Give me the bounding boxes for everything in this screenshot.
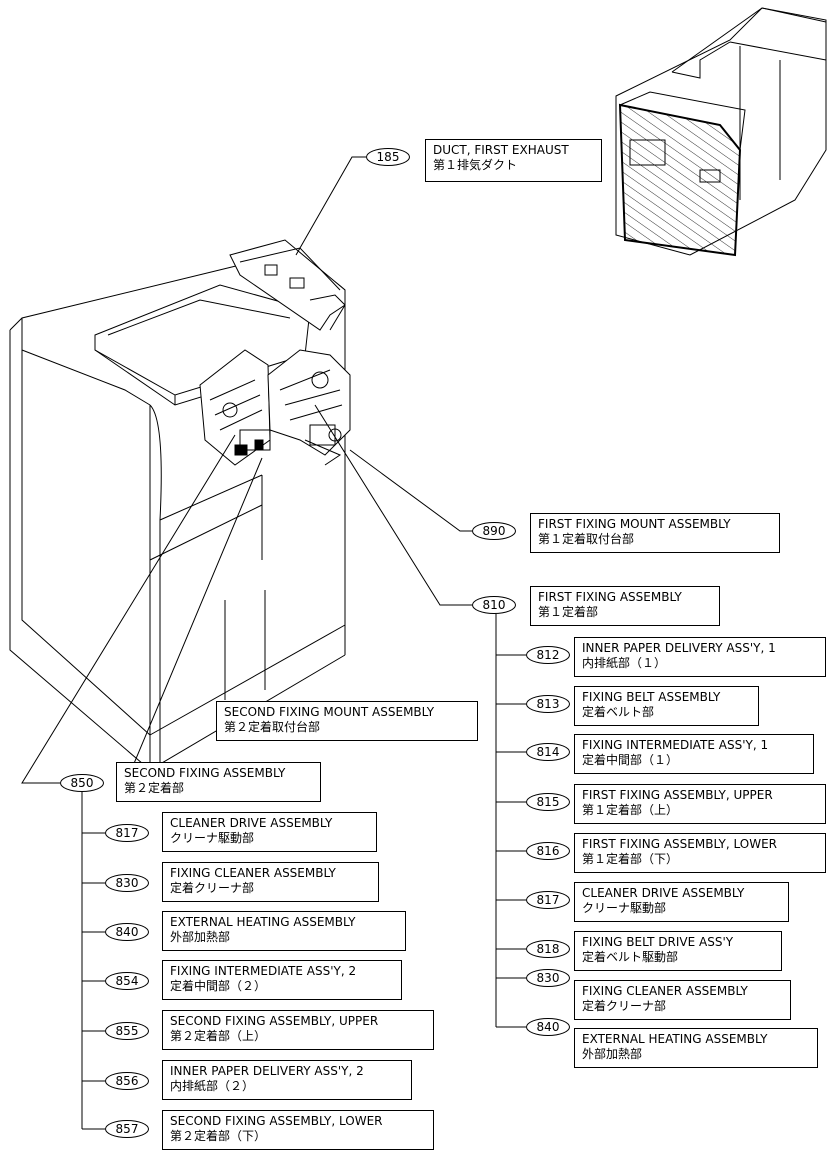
label-857: SECOND FIXING ASSEMBLY, LOWER 第２定着部（下） bbox=[162, 1110, 434, 1150]
callout-815: 815 bbox=[526, 793, 570, 811]
label-en: FIRST FIXING ASSEMBLY, LOWER bbox=[582, 837, 777, 851]
label-en: FIRST FIXING ASSEMBLY, UPPER bbox=[582, 788, 773, 802]
label-855: SECOND FIXING ASSEMBLY, UPPER 第２定着部（上） bbox=[162, 1010, 434, 1050]
callout-816: 816 bbox=[526, 842, 570, 860]
label-jp: 定着中間部（２） bbox=[170, 979, 267, 993]
label-en: FIXING CLEANER ASSEMBLY bbox=[170, 866, 336, 880]
label-jp: クリーナ駆動部 bbox=[170, 831, 255, 845]
label-854: FIXING INTERMEDIATE ASS'Y, 2 定着中間部（２） bbox=[162, 960, 402, 1000]
label-jp: 定着中間部（１） bbox=[582, 753, 679, 767]
label-en: FIXING CLEANER ASSEMBLY bbox=[582, 984, 748, 998]
label-830: FIXING CLEANER ASSEMBLY 定着クリーナ部 bbox=[162, 862, 379, 902]
label-185: DUCT, FIRST EXHAUST 第１排気ダクト bbox=[425, 139, 602, 182]
label-en: FIRST FIXING ASSEMBLY bbox=[538, 590, 682, 604]
label-jp: 第２定着部（上） bbox=[170, 1029, 267, 1043]
label-en: SECOND FIXING ASSEMBLY, UPPER bbox=[170, 1014, 379, 1028]
label-en: CLEANER DRIVE ASSEMBLY bbox=[582, 886, 745, 900]
label-jp: 定着ベルト駆動部 bbox=[582, 950, 679, 964]
callout-855: 855 bbox=[105, 1022, 149, 1040]
label-en: FIXING BELT DRIVE ASS'Y bbox=[582, 935, 734, 949]
label-en: SECOND FIXING ASSEMBLY bbox=[124, 766, 286, 780]
label-jp: 定着クリーナ部 bbox=[582, 999, 667, 1013]
label-817: CLEANER DRIVE ASSEMBLY クリーナ駆動部 bbox=[162, 812, 377, 852]
label-jp: 第２定着部 bbox=[124, 781, 185, 795]
label-813: FIXING BELT ASSEMBLY 定着ベルト部 bbox=[574, 686, 759, 726]
callout-812: 812 bbox=[526, 646, 570, 664]
callout-854: 854 bbox=[105, 972, 149, 990]
inset-machine-drawing bbox=[615, 7, 827, 257]
callout-830: 830 bbox=[526, 969, 570, 987]
label-jp: 外部加熱部 bbox=[170, 930, 231, 944]
label-jp: 第１定着部（上） bbox=[582, 803, 679, 817]
label-818: FIXING BELT DRIVE ASS'Y 定着ベルト駆動部 bbox=[574, 931, 782, 971]
label-en: INNER PAPER DELIVERY ASS'Y, 1 bbox=[582, 641, 776, 655]
callout-890: 890 bbox=[472, 522, 516, 540]
label-891: SECOND FIXING MOUNT ASSEMBLY 第２定着取付台部 bbox=[216, 701, 478, 741]
label-jp: 第１定着部 bbox=[538, 605, 599, 619]
label-816: FIRST FIXING ASSEMBLY, LOWER 第１定着部（下） bbox=[574, 833, 826, 873]
callout-850: 850 bbox=[60, 774, 104, 792]
label-jp: 第２定着取付台部 bbox=[224, 720, 321, 734]
label-jp: 内排紙部（１） bbox=[582, 656, 667, 670]
label-815: FIRST FIXING ASSEMBLY, UPPER 第１定着部（上） bbox=[574, 784, 826, 824]
label-jp: 内排紙部（２） bbox=[170, 1079, 255, 1093]
callout-818: 818 bbox=[526, 940, 570, 958]
label-en: INNER PAPER DELIVERY ASS'Y, 2 bbox=[170, 1064, 364, 1078]
label-817: CLEANER DRIVE ASSEMBLY クリーナ駆動部 bbox=[574, 882, 789, 922]
callout-856: 856 bbox=[105, 1072, 149, 1090]
label-jp: クリーナ駆動部 bbox=[582, 901, 667, 915]
label-856: INNER PAPER DELIVERY ASS'Y, 2 内排紙部（２） bbox=[162, 1060, 412, 1100]
label-en: FIXING BELT ASSEMBLY bbox=[582, 690, 721, 704]
label-en: FIRST FIXING MOUNT ASSEMBLY bbox=[538, 517, 731, 531]
label-en: DUCT, FIRST EXHAUST bbox=[433, 143, 569, 157]
callout-813: 813 bbox=[526, 695, 570, 713]
label-830: FIXING CLEANER ASSEMBLY 定着クリーナ部 bbox=[574, 980, 791, 1020]
label-814: FIXING INTERMEDIATE ASS'Y, 1 定着中間部（１） bbox=[574, 734, 814, 774]
label-en: SECOND FIXING MOUNT ASSEMBLY bbox=[224, 705, 435, 719]
label-jp: 定着ベルト部 bbox=[582, 705, 655, 719]
callout-185: 185 bbox=[366, 148, 410, 166]
label-en: CLEANER DRIVE ASSEMBLY bbox=[170, 816, 333, 830]
label-840: EXTERNAL HEATING ASSEMBLY 外部加熱部 bbox=[574, 1028, 818, 1068]
label-jp: 第１定着取付台部 bbox=[538, 532, 635, 546]
callout-830: 830 bbox=[105, 874, 149, 892]
label-jp: 第１定着部（下） bbox=[582, 852, 679, 866]
main-machine-drawing bbox=[9, 239, 351, 772]
callout-814: 814 bbox=[526, 743, 570, 761]
label-jp: 第２定着部（下） bbox=[170, 1129, 267, 1143]
label-en: FIXING INTERMEDIATE ASS'Y, 1 bbox=[582, 738, 769, 752]
callout-840: 840 bbox=[526, 1018, 570, 1036]
label-en: EXTERNAL HEATING ASSEMBLY bbox=[170, 915, 356, 929]
callout-840: 840 bbox=[105, 923, 149, 941]
label-en: SECOND FIXING ASSEMBLY, LOWER bbox=[170, 1114, 383, 1128]
callout-810: 810 bbox=[472, 596, 516, 614]
label-850: SECOND FIXING ASSEMBLY 第２定着部 bbox=[116, 762, 321, 802]
label-jp: 外部加熱部 bbox=[582, 1047, 643, 1061]
label-en: EXTERNAL HEATING ASSEMBLY bbox=[582, 1032, 768, 1046]
label-812: INNER PAPER DELIVERY ASS'Y, 1 内排紙部（１） bbox=[574, 637, 826, 677]
label-840: EXTERNAL HEATING ASSEMBLY 外部加熱部 bbox=[162, 911, 406, 951]
label-jp: 定着クリーナ部 bbox=[170, 881, 255, 895]
callout-817: 817 bbox=[105, 824, 149, 842]
label-890: FIRST FIXING MOUNT ASSEMBLY 第１定着取付台部 bbox=[530, 513, 780, 553]
callout-857: 857 bbox=[105, 1120, 149, 1138]
label-jp: 第１排気ダクト bbox=[433, 158, 518, 172]
label-en: FIXING INTERMEDIATE ASS'Y, 2 bbox=[170, 964, 357, 978]
label-810: FIRST FIXING ASSEMBLY 第１定着部 bbox=[530, 586, 720, 626]
callout-817: 817 bbox=[526, 891, 570, 909]
